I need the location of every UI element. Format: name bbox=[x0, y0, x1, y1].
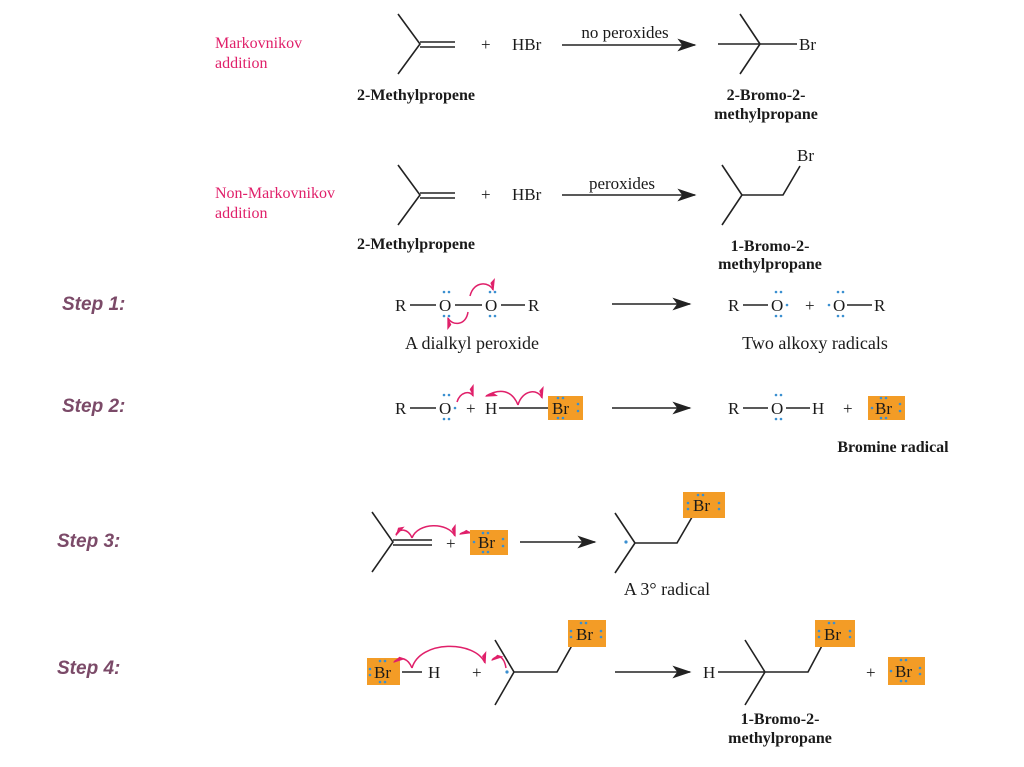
curved-arrow bbox=[395, 526, 413, 539]
bromine-atom: Br bbox=[799, 35, 816, 54]
bromine-atom: Br bbox=[576, 625, 593, 644]
oxygen-atom: O bbox=[485, 296, 497, 315]
plus-sign: + bbox=[843, 399, 853, 418]
curved-arrow bbox=[411, 523, 456, 539]
markovnikov-label-line2: addition bbox=[215, 55, 267, 72]
hydrogen-atom: H bbox=[485, 399, 497, 418]
curved-arrow bbox=[490, 654, 507, 669]
step-2: Step 2: R O + H Br R O H + Br Bromine ra… bbox=[62, 383, 949, 456]
step-4: Step 4: Br H + Br H Br + Br 1-Bromo- bbox=[57, 620, 925, 747]
oxygen-atom: O bbox=[771, 399, 783, 418]
bromine-highlight bbox=[470, 530, 508, 555]
plus-sign: + bbox=[481, 35, 491, 54]
bromine-highlight bbox=[683, 492, 725, 518]
2-bromo-2-methylpropane-structure bbox=[718, 13, 797, 75]
curved-arrow bbox=[411, 645, 487, 669]
lone-pairs bbox=[472, 531, 505, 554]
bromine-radical-atom: Br bbox=[478, 533, 495, 552]
product-name-line2: methylpropane bbox=[718, 256, 822, 273]
lone-pairs bbox=[686, 493, 721, 511]
r-group: R bbox=[728, 296, 740, 315]
plus-sign: + bbox=[866, 663, 876, 682]
r-group: R bbox=[874, 296, 886, 315]
r-group: R bbox=[728, 399, 740, 418]
2-methylpropene-structure bbox=[397, 164, 455, 226]
bromine-atom: Br bbox=[374, 663, 391, 682]
lone-pairs bbox=[442, 290, 497, 318]
bromine-atom: Br bbox=[693, 496, 710, 515]
bromine-atom: Br bbox=[552, 399, 569, 418]
reactant-name: 2-Methylpropene bbox=[357, 87, 475, 104]
oxygen-atom: O bbox=[771, 296, 783, 315]
curved-arrow bbox=[517, 386, 544, 406]
r-group: R bbox=[395, 399, 407, 418]
bromine-atom: Br bbox=[824, 625, 841, 644]
lone-pairs bbox=[889, 658, 922, 683]
bromine-highlight bbox=[815, 620, 855, 647]
r-group: R bbox=[528, 296, 540, 315]
step-label: Step 2: bbox=[62, 396, 125, 417]
step-3: Step 3: + Br Br A 3° radical bbox=[57, 492, 725, 599]
curved-arrow bbox=[456, 383, 474, 403]
1-bromo-2-methylpropane-structure bbox=[721, 164, 801, 226]
oxygen-atom: O bbox=[439, 296, 451, 315]
bromine-atom: Br bbox=[797, 146, 814, 165]
reactant-name: 2-Methylpropene bbox=[357, 236, 475, 253]
radical-electrons bbox=[774, 290, 845, 318]
radical-electron bbox=[624, 540, 628, 544]
lone-pairs bbox=[569, 621, 603, 639]
markovnikov-label: Markovnikov bbox=[215, 35, 302, 52]
lone-pairs bbox=[368, 659, 387, 684]
hydrogen-atom: H bbox=[812, 399, 824, 418]
condition-label: peroxides bbox=[589, 174, 655, 193]
reagent-hbr: HBr bbox=[512, 185, 542, 204]
2-methylpropene-structure bbox=[397, 13, 455, 75]
radical-electron bbox=[505, 670, 509, 674]
product-name: 2-Bromo-2- bbox=[727, 87, 806, 104]
plus-sign: + bbox=[472, 663, 482, 682]
curved-arrow bbox=[447, 311, 469, 331]
r-group: R bbox=[395, 296, 407, 315]
non-markovnikov-label: Non-Markovnikov bbox=[215, 185, 335, 202]
product-name-line2: methylpropane bbox=[728, 730, 832, 747]
condition-label: no peroxides bbox=[581, 23, 668, 42]
hydrogen-atom: H bbox=[703, 663, 715, 682]
non-markovnikov-label-line2: addition bbox=[215, 205, 267, 222]
oxygen-atom: O bbox=[833, 296, 845, 315]
reagent-hbr: HBr bbox=[512, 35, 542, 54]
lone-pairs bbox=[774, 393, 902, 421]
plus-sign: + bbox=[446, 534, 456, 553]
bromine-highlight bbox=[868, 396, 905, 420]
product-name: 1-Bromo-2- bbox=[741, 711, 820, 728]
bromine-highlight bbox=[548, 396, 583, 420]
bromine-radical-atom: Br bbox=[895, 662, 912, 681]
lone-pairs bbox=[442, 393, 580, 421]
oxygen-atom: O bbox=[439, 399, 451, 418]
curved-arrow bbox=[392, 656, 413, 669]
plus-sign: + bbox=[805, 296, 815, 315]
product-caption: Two alkoxy radicals bbox=[742, 333, 888, 353]
product-name: 1-Bromo-2- bbox=[731, 238, 810, 255]
plus-sign: + bbox=[466, 399, 476, 418]
step-label: Step 3: bbox=[57, 531, 120, 552]
bromine-highlight bbox=[568, 620, 606, 647]
step-1: Step 1: R O O R R O + O R A dialkyl pero… bbox=[62, 278, 888, 353]
step-label: Step 4: bbox=[57, 658, 120, 679]
product-caption: Bromine radical bbox=[837, 439, 949, 456]
non-markovnikov-reaction: Non-Markovnikov addition + HBr peroxides… bbox=[215, 146, 822, 273]
markovnikov-reaction: Markovnikov addition + HBr no peroxides … bbox=[215, 13, 818, 123]
hydrogen-atom: H bbox=[428, 663, 440, 682]
lone-pairs bbox=[817, 621, 852, 639]
product-caption: A 3° radical bbox=[624, 579, 710, 599]
reactant-caption: A dialkyl peroxide bbox=[405, 333, 539, 353]
step-label: Step 1: bbox=[62, 294, 125, 315]
plus-sign: + bbox=[481, 185, 491, 204]
curved-arrow bbox=[469, 278, 495, 297]
product-name-line2: methylpropane bbox=[714, 106, 818, 123]
curved-arrow bbox=[484, 390, 519, 406]
bromine-radical-atom: Br bbox=[875, 399, 892, 418]
